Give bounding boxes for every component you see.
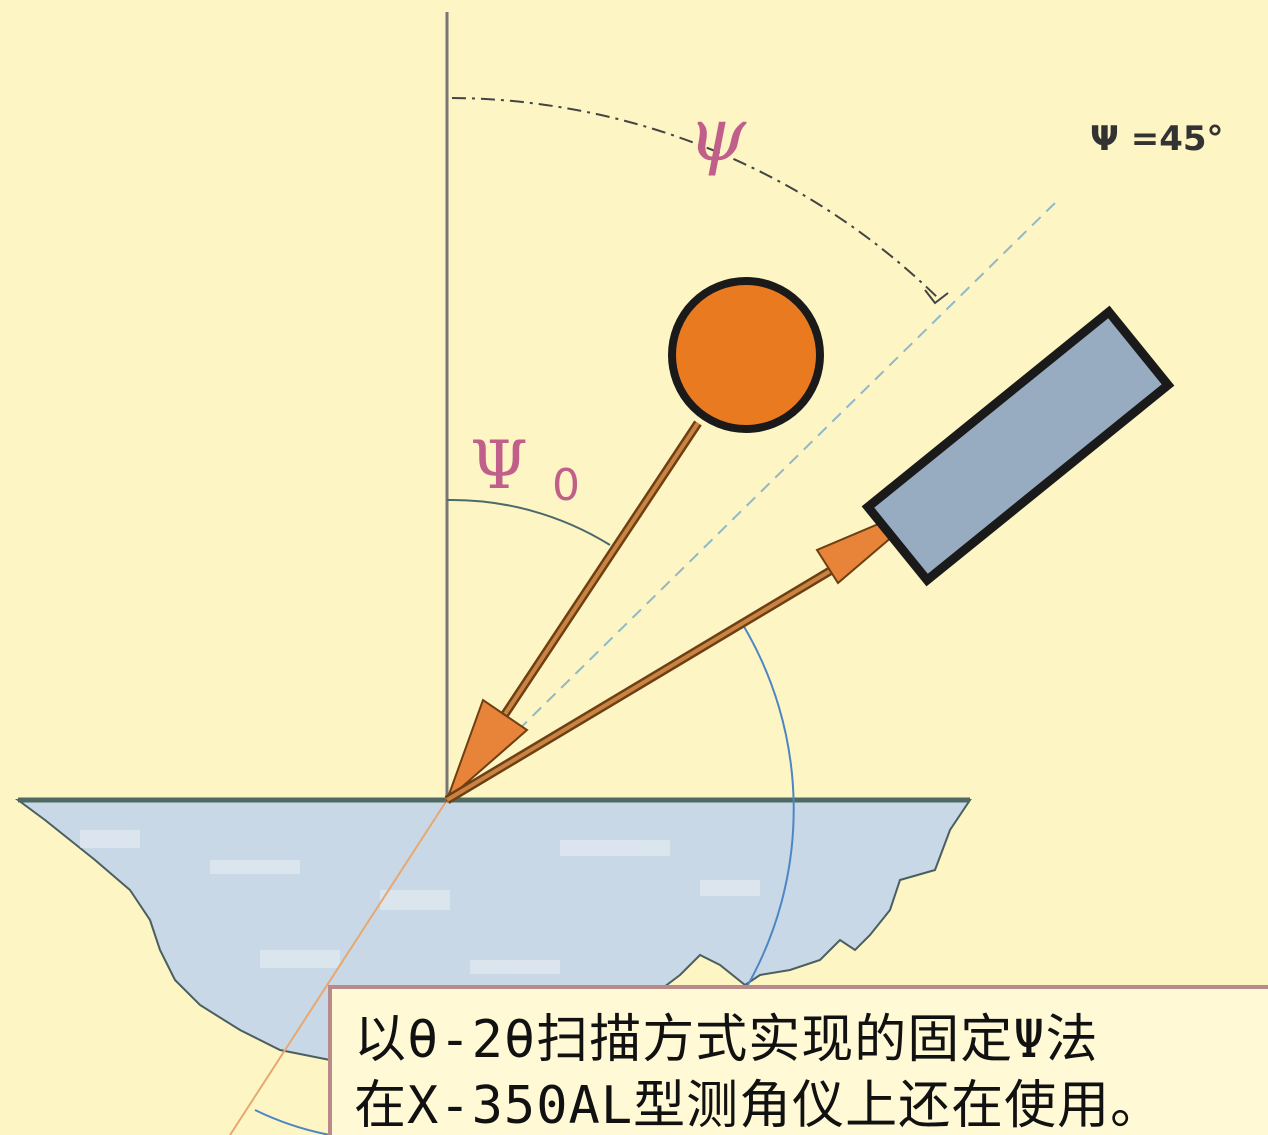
sample-texture — [80, 830, 760, 974]
psi0-subscript: 0 — [552, 460, 580, 511]
psi-angle-arc — [451, 97, 939, 299]
psi0-symbol: Ψ — [470, 427, 528, 504]
caption-box: 以θ-2θ扫描方式实现的固定Ψ法 在X-350AL型测角仪上还在使用。 — [328, 985, 1268, 1135]
incident-arrow-head — [444, 698, 529, 804]
detector — [861, 305, 1175, 587]
psi-45-label: Ψ =45° — [1090, 119, 1224, 159]
psi-right-angle-mark — [924, 289, 949, 305]
caption-line-1: 以θ-2θ扫描方式实现的固定Ψ法 — [354, 1010, 1099, 1070]
psi-45-reference-line — [446, 199, 1059, 801]
diffraction-arc-lower — [254, 1109, 331, 1135]
psi-label: ψ — [688, 92, 747, 178]
transmitted-beam-line — [229, 799, 448, 1135]
diffraction-arc — [739, 619, 795, 991]
caption-line-2: 在X-350AL型测角仪上还在使用。 — [354, 1076, 1164, 1135]
x-ray-source-tube — [668, 277, 824, 433]
psi0-angle-arc — [446, 498, 611, 546]
